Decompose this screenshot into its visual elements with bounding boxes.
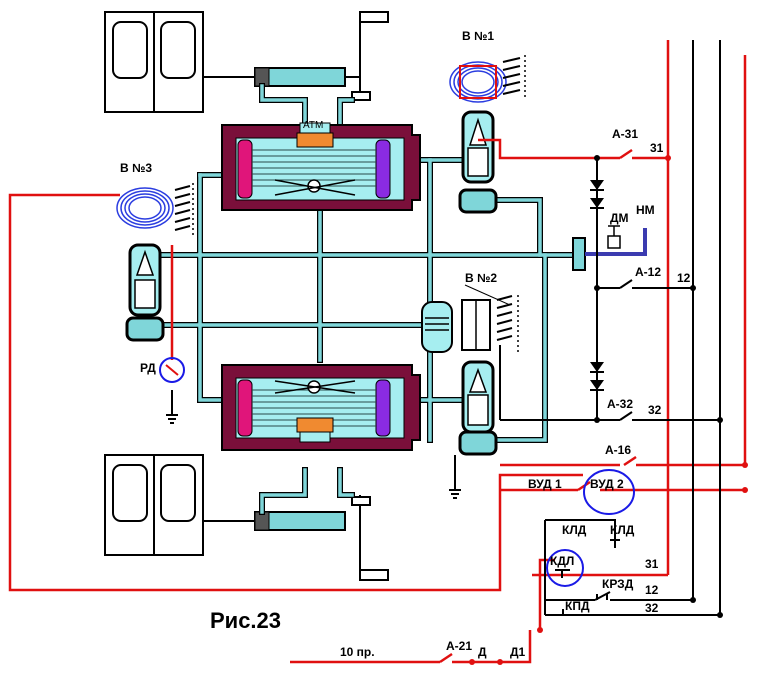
main-cylinder-top <box>221 122 421 211</box>
label-vud2: ВУД 2 <box>590 477 624 491</box>
valve-2 <box>458 284 519 456</box>
label-node-32-top: 32 <box>648 403 662 417</box>
label-a12: А-12 <box>635 265 661 279</box>
electric-black-circuit <box>171 40 721 616</box>
label-nm: НМ <box>636 203 655 217</box>
ground-symbols <box>166 414 461 499</box>
label-wire-10: 10 пр. <box>340 645 375 659</box>
label-node-32-bottom: 32 <box>645 601 659 615</box>
red-junctions <box>469 155 748 665</box>
middle-reservoir <box>421 301 453 353</box>
label-a21: А-21 <box>446 639 472 653</box>
label-valve-2: В №2 <box>465 271 497 285</box>
electric-black-switches <box>555 279 633 616</box>
label-valve-1: В №1 <box>462 29 494 43</box>
label-node-31-bottom: 31 <box>645 557 659 571</box>
label-krzd: КРЗД <box>602 577 634 591</box>
door-bottom-left <box>104 454 204 556</box>
label-kpd: КПД <box>565 599 590 613</box>
label-valve-3: В №3 <box>120 161 152 175</box>
figure-caption: Рис.23 <box>210 608 281 633</box>
valve-3 <box>116 183 194 342</box>
label-d1: Д1 <box>510 645 526 659</box>
electric-red-switches <box>439 148 637 664</box>
label-kld-right: КЛД <box>610 523 635 537</box>
label-rd: РД <box>140 361 156 375</box>
label-kdl: КДЛ <box>550 554 574 568</box>
air-lines <box>152 83 583 515</box>
label-node-12-bottom: 12 <box>645 583 659 597</box>
label-node-31-top: 31 <box>650 141 664 155</box>
label-kld-left: КЛД <box>562 523 587 537</box>
label-a16: А-16 <box>605 443 631 457</box>
door-actuator-top <box>203 11 389 101</box>
label-node-12-top: 12 <box>677 271 691 285</box>
label-a31: А-31 <box>612 127 638 141</box>
main-cylinder-bottom <box>221 364 421 451</box>
label-dm: ДМ <box>610 211 629 225</box>
pressure-relay-rd <box>159 357 185 383</box>
label-vud1: ВУД 1 <box>528 477 562 491</box>
door-actuator-bottom <box>203 495 389 581</box>
label-d: Д <box>478 645 487 659</box>
vud-markers <box>546 469 635 587</box>
valve-1 <box>449 55 526 214</box>
label-atm: АТМ <box>303 120 323 131</box>
label-a32: А-32 <box>607 397 633 411</box>
door-top-left <box>104 11 204 113</box>
manifold-dm-nm <box>572 225 647 271</box>
black-junctions <box>594 155 723 618</box>
